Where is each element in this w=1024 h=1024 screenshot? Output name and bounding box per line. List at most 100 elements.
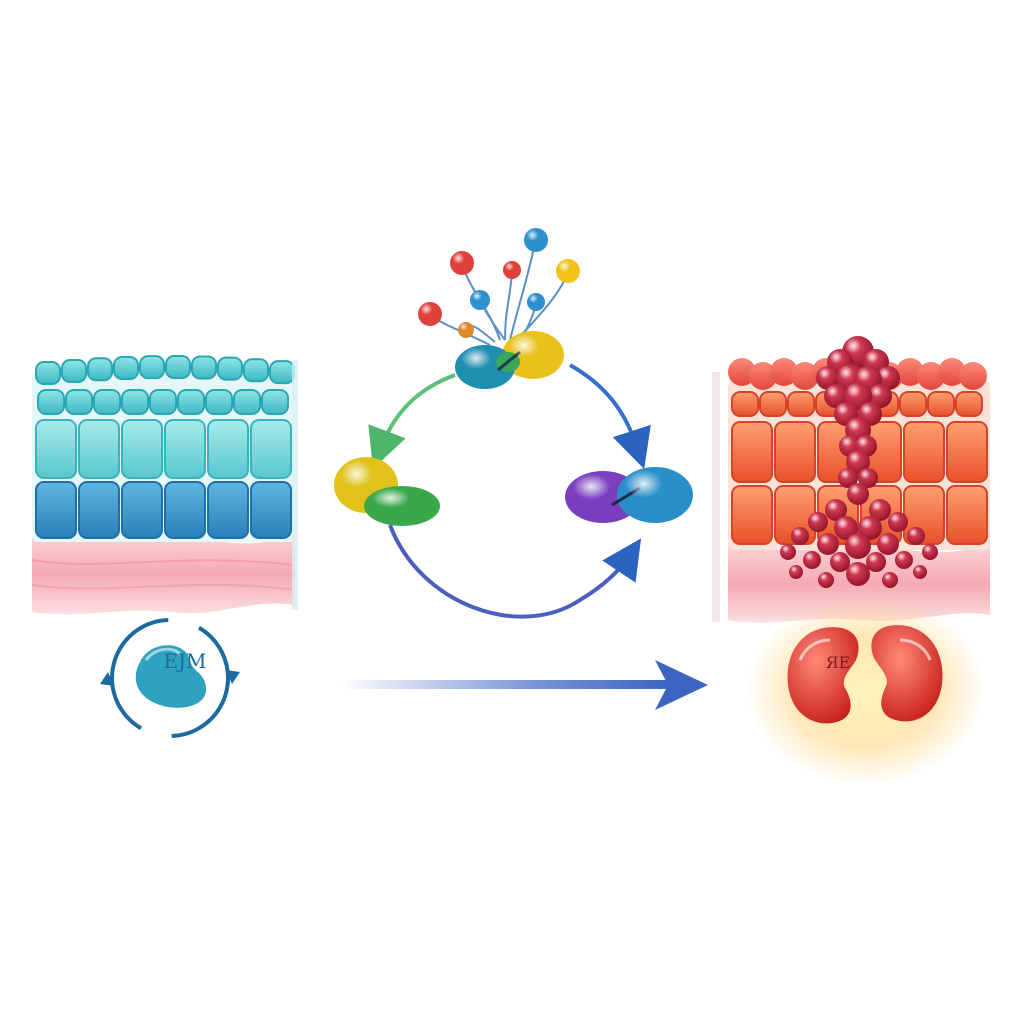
surface-cell xyxy=(261,389,289,415)
basal-cell xyxy=(250,481,292,539)
lesion-cell-highlight xyxy=(791,527,809,545)
receptor-complex-left xyxy=(334,457,440,526)
surface-cell xyxy=(927,391,955,417)
surface-cell xyxy=(93,389,121,415)
surface-cell xyxy=(37,389,65,415)
surface-cell xyxy=(917,362,945,390)
lesion-cell-highlight xyxy=(876,366,900,390)
receptor-complex-top xyxy=(455,331,564,389)
columnar-cell xyxy=(774,421,816,483)
lesion-cell-highlight xyxy=(816,366,840,390)
lesion-cell-highlight xyxy=(913,565,927,579)
lesion-cell-highlight xyxy=(869,499,891,521)
progression-arrow xyxy=(340,660,708,710)
columnar-cell xyxy=(121,419,163,479)
lesion-cell-highlight xyxy=(877,533,899,555)
surface-cell xyxy=(87,357,113,382)
basal-cell xyxy=(35,481,77,539)
lesion-cell-highlight xyxy=(847,483,869,505)
organ-label: ЯЕ xyxy=(826,653,851,672)
surface-cell xyxy=(233,389,261,415)
lesion-cell-highlight xyxy=(825,499,847,521)
diseased-tissue-block xyxy=(712,336,990,623)
lesion-cell-highlight xyxy=(882,572,898,588)
healthy-tissue-block xyxy=(31,355,298,615)
diseased-epithelial-cells xyxy=(728,358,990,550)
surface-cell xyxy=(217,356,243,381)
columnar-cell xyxy=(250,419,292,479)
lesion-cell-highlight xyxy=(846,450,870,474)
columnar-cell xyxy=(164,419,206,479)
basal-cell xyxy=(121,481,163,539)
lesion-cell-highlight xyxy=(858,516,882,540)
lesion-cell-highlight xyxy=(858,468,878,488)
columnar-cell xyxy=(946,421,988,483)
cycle-arrow-bottom xyxy=(388,524,642,619)
basal-cell xyxy=(207,481,249,539)
lesion-cell-highlight xyxy=(845,533,871,559)
columnar-cell xyxy=(903,421,945,483)
lesion-cell-highlight xyxy=(834,516,858,540)
basal-cell xyxy=(78,481,120,539)
surface-cell xyxy=(243,358,269,383)
enzyme-icon xyxy=(135,645,207,708)
surface-cell xyxy=(955,391,983,417)
basal-cell xyxy=(164,481,206,539)
surface-cell xyxy=(791,362,819,390)
surface-cell xyxy=(35,361,61,385)
surface-cell xyxy=(770,358,798,386)
lesion-cell-highlight xyxy=(895,551,913,569)
surface-cell xyxy=(205,389,233,415)
surface-cell xyxy=(728,358,756,386)
lesion-cell-highlight xyxy=(844,382,872,410)
lesion-cell-highlight xyxy=(818,572,834,588)
lesion-cell-highlight xyxy=(888,512,908,532)
surface-cell xyxy=(759,391,787,417)
lesion-cell-highlight xyxy=(866,552,886,572)
surface-cell xyxy=(896,358,924,386)
lesion-cluster xyxy=(780,336,938,588)
lesion-cell-highlight xyxy=(780,544,796,560)
columnar-cell xyxy=(35,419,77,479)
surface-cell xyxy=(61,359,87,384)
ligand-cluster xyxy=(418,228,580,346)
surface-cell xyxy=(731,391,759,417)
surface-cell xyxy=(899,391,927,417)
lesion-cell-highlight xyxy=(803,551,821,569)
basal-cell xyxy=(946,485,988,545)
lesion-cell-highlight xyxy=(817,533,839,555)
surface-cell xyxy=(191,355,217,380)
surface-cell xyxy=(165,355,191,380)
healthy-basement-membrane xyxy=(32,535,295,615)
lesion-cell-highlight xyxy=(824,384,848,408)
surface-cell xyxy=(959,362,987,390)
enzyme-cycle-icon: EJM xyxy=(100,618,240,738)
molecular-signaling-cycle xyxy=(334,228,693,619)
surface-cell xyxy=(113,355,139,380)
surface-cell xyxy=(787,391,815,417)
lesion-cell-highlight xyxy=(830,552,850,572)
healthy-epithelial-cells xyxy=(32,355,295,542)
columnar-cell xyxy=(78,419,120,479)
columnar-cell xyxy=(731,421,773,483)
cycle-arrow-right xyxy=(569,363,651,470)
cycle-arrow-left xyxy=(368,373,456,469)
surface-cell xyxy=(177,389,205,415)
lesion-cell-highlight xyxy=(868,384,892,408)
surface-cell xyxy=(65,389,93,415)
lesion-cell-highlight xyxy=(838,468,858,488)
lesion-cell-highlight xyxy=(808,512,828,532)
basal-cell xyxy=(731,485,773,545)
columnar-cell xyxy=(207,419,249,479)
lesion-cell-highlight xyxy=(922,544,938,560)
lesion-cell-highlight xyxy=(789,565,803,579)
surface-cell xyxy=(149,389,177,415)
lesion-cell-highlight xyxy=(846,562,870,586)
surface-cell xyxy=(749,362,777,390)
surface-cell xyxy=(121,389,149,415)
surface-cell xyxy=(938,358,966,386)
lesion-cell-highlight xyxy=(907,527,925,545)
damaged-organ: ЯЕ xyxy=(746,595,986,785)
surface-cell xyxy=(269,360,295,385)
